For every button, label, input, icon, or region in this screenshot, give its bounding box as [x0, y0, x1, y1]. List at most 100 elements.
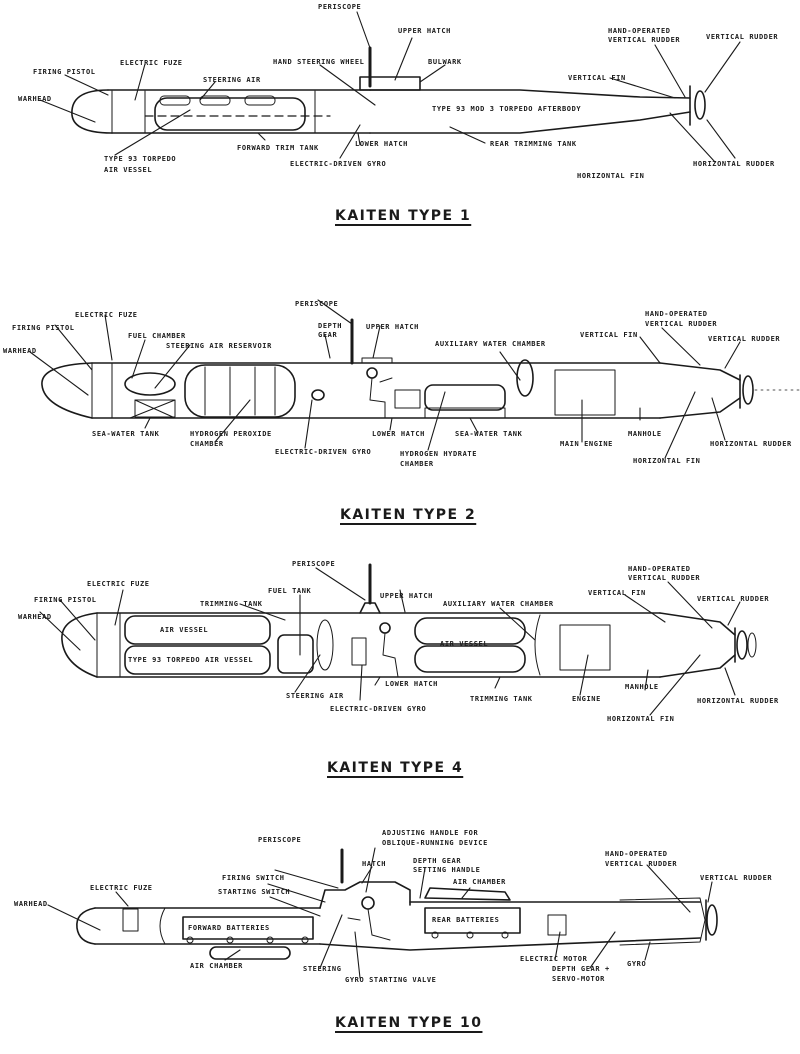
label-electric-fuze: Electric fuze [87, 580, 150, 588]
type-2-pilot-head [366, 367, 378, 379]
label-auxiliary-water-chamber: Auxiliary water chamber [443, 600, 554, 608]
type-2-warhead-nose [41, 362, 93, 419]
type-2-propeller [742, 375, 754, 405]
label-main-engine: Main engine [560, 440, 613, 448]
label-engine: Engine [572, 695, 601, 703]
label-gyro-starting-valve: Gyro starting valve [345, 976, 437, 984]
label-hand-operated-line2: vertical rudder [645, 320, 718, 328]
label-hand-operated-line1: Hand-operated [605, 850, 668, 858]
label-upper-hatch: Upper hatch [398, 27, 451, 35]
label-lower-hatch: Lower hatch [355, 140, 408, 148]
label-gyro: Gyro [627, 960, 647, 968]
label-upper-hatch: Upper hatch [366, 323, 419, 331]
label-sea-water-tank-fwd: Sea-water tank [92, 430, 160, 438]
type-4-fuel-tank [277, 634, 314, 674]
label-fuel-tank: Fuel tank [268, 587, 312, 595]
label-firing-pistol: Firing pistol [12, 324, 75, 332]
type-10-pilot-head [361, 896, 375, 910]
label-vertical-fin: Vertical fin [568, 74, 626, 82]
label-steering-air: Steering air [203, 76, 261, 84]
type-1-propeller [694, 90, 706, 120]
label-hand-operated-line2: vertical rudder [605, 860, 678, 868]
label-starting-switch: Starting switch [218, 888, 291, 896]
label-forward-trim-tank: Forward trim tank [237, 144, 319, 152]
label-lower-hatch: Lower hatch [372, 430, 425, 438]
label-vertical-rudder: Vertical rudder [697, 595, 770, 603]
diagram-title-type-4: KAITEN TYPE 4 [327, 760, 464, 776]
label-electric-fuze: Electric fuze [90, 884, 153, 892]
label-electric-driven-gyro: Electric-driven gyro [290, 160, 387, 168]
label-forward-batteries: Forward batteries [188, 924, 270, 932]
type-10-electric-fuze-box [122, 908, 139, 932]
label-steering-air-reservoir: Steering air reservoir [166, 342, 272, 350]
type-2-sea-water-tank-fwd [134, 399, 176, 418]
label-depth-gear-line2: gear [318, 331, 338, 339]
type-2-fuel-chamber [124, 372, 176, 396]
label-sea-water-tank-aft: Sea-water tank [455, 430, 523, 438]
type-10-air-chamber-top [424, 887, 511, 901]
type-10-cutaway-drawing [47, 847, 718, 979]
type-10-forward-batteries [182, 916, 314, 940]
label-bulwark: Bulwark [428, 58, 462, 66]
label-hand-operated-line1: Hand-operated [645, 310, 708, 318]
label-auxiliary-water-chamber: Auxiliary water chamber [435, 340, 546, 348]
label-horizontal-rudder: Horizontal rudder [693, 160, 775, 168]
label-air-vessel-aft: Air vessel [440, 640, 489, 648]
label-warhead: Warhead [18, 95, 52, 103]
type-10-air-chamber-bottom [209, 946, 291, 960]
diagram-title-type-10: KAITEN TYPE 10 [335, 1015, 483, 1031]
label-hand-steering-wheel: Hand steering wheel [273, 58, 365, 66]
label-type93-air-vessel-line1: Type 93 torpedo [104, 155, 177, 163]
type-4-propeller [736, 630, 748, 660]
type-4-steering-air [316, 619, 334, 671]
panel-kaiten-type-4: Periscope Hand-operated vertical rudder … [0, 540, 800, 790]
label-hydrogen-peroxide-line2: chamber [190, 440, 224, 448]
label-rear-trimming-tank: Rear trimming tank [490, 140, 577, 148]
label-hand-operated-line2: vertical rudder [628, 574, 701, 582]
label-hand-operated-line1: Hand-operated [628, 565, 691, 573]
panel-kaiten-type-10: Periscope Adjusting handle for oblique-r… [0, 820, 800, 1054]
label-hydrogen-peroxide-line1: Hydrogen peroxide [190, 430, 272, 438]
label-horizontal-fin: Horizontal fin [633, 457, 701, 465]
label-air-chamber-top: Air chamber [453, 878, 506, 886]
label-upper-hatch: Upper hatch [380, 592, 433, 600]
label-depth-gear-servo-line1: Depth gear + [552, 965, 610, 973]
label-vertical-rudder: Vertical rudder [700, 874, 773, 882]
label-firing-switch: Firing switch [222, 874, 285, 882]
label-warhead: Warhead [14, 900, 48, 908]
panel-kaiten-type-2: Periscope Electric fuze Upper hatch Hand… [0, 280, 800, 530]
label-steering: Steering [303, 965, 342, 973]
label-trimming-tank-fwd: Trimming tank [200, 600, 263, 608]
label-lower-hatch: Lower hatch [385, 680, 438, 688]
diagram-title-type-1: KAITEN TYPE 1 [335, 208, 472, 224]
label-adjusting-handle-line2: oblique-running device [382, 839, 488, 847]
type-2-cutaway-drawing [29, 299, 800, 459]
label-depth-gear-servo-line2: servo-motor [552, 975, 605, 983]
label-horizontal-fin: Horizontal fin [607, 715, 675, 723]
label-steering-air: Steering air [286, 692, 344, 700]
type-10-propeller [706, 904, 718, 936]
label-hydrogen-hydrate-line1: Hydrogen hydrate [400, 450, 478, 458]
type-10-warhead-nose [76, 907, 96, 945]
label-vertical-rudder: Vertical rudder [708, 335, 781, 343]
type-4-air-vessel-aft-lower [414, 645, 526, 673]
label-warhead: Warhead [3, 347, 37, 355]
label-electric-motor: Electric motor [520, 955, 588, 963]
type-4-engine [559, 624, 611, 671]
label-adjusting-handle-line1: Adjusting handle for [382, 829, 479, 837]
type-2-hydrogen-hydrate-chamber [424, 384, 506, 411]
type-10-electric-motor [547, 914, 567, 936]
label-vertical-fin: Vertical fin [588, 589, 646, 597]
label-manhole: Manhole [628, 430, 662, 438]
label-electric-driven-gyro: Electric-driven gyro [330, 705, 427, 713]
label-periscope: Periscope [258, 836, 302, 844]
label-hatch: Hatch [362, 860, 387, 868]
label-firing-pistol: Firing pistol [33, 68, 96, 76]
label-air-chamber-bottom: Air chamber [190, 962, 243, 970]
label-electric-fuze: Electric fuze [120, 59, 183, 67]
type-4-pilot-head [379, 622, 391, 634]
type-4-type93-air-vessel [124, 645, 271, 675]
label-depth-gear-line1: Depth [318, 322, 343, 330]
label-rear-batteries: Rear batteries [432, 916, 500, 924]
label-hydrogen-hydrate-line2: chamber [400, 460, 434, 468]
